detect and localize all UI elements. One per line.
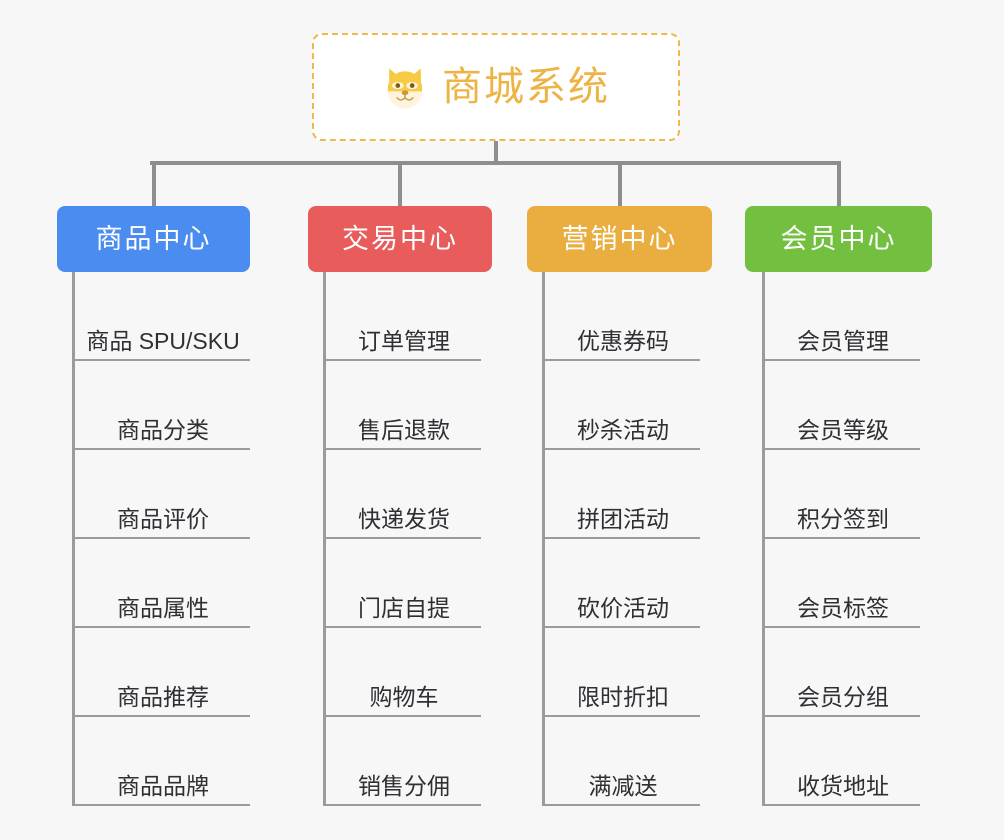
- leaf-item[interactable]: 限时折扣: [542, 628, 700, 717]
- category-label: 营销中心: [561, 223, 678, 254]
- root-title: 商城系统: [442, 65, 610, 109]
- leaf-item[interactable]: 商品属性: [72, 539, 250, 628]
- leaf-item-label: 商品属性: [117, 595, 209, 622]
- root-node[interactable]: 商城系统: [312, 33, 680, 141]
- category-card-1[interactable]: 商品中心: [57, 206, 250, 272]
- leaf-trunk-line: [72, 272, 75, 806]
- leaf-item-label: 会员标签: [797, 595, 889, 622]
- leaf-item-label: 秒杀活动: [577, 417, 669, 444]
- leaf-trunk-line: [323, 272, 326, 806]
- leaf-item-label: 会员等级: [797, 417, 889, 444]
- leaf-item[interactable]: 快递发货: [323, 450, 481, 539]
- leaf-item-label: 售后退款: [358, 417, 450, 444]
- leaf-item-label: 商品分类: [117, 417, 209, 444]
- leaf-item[interactable]: 销售分佣: [323, 717, 481, 806]
- leaf-item[interactable]: 会员等级: [762, 361, 920, 450]
- leaf-item-label: 积分签到: [797, 506, 889, 533]
- leaf-item-label: 门店自提: [358, 595, 450, 622]
- leaf-item[interactable]: 订单管理: [323, 272, 481, 361]
- leaf-column-4: 会员管理会员等级积分签到会员标签会员分组收货地址: [762, 272, 924, 806]
- leaf-item[interactable]: 砍价活动: [542, 539, 700, 628]
- category-label: 交易中心: [342, 223, 458, 254]
- connector-category-1: [151, 161, 156, 206]
- leaf-item-label: 商品评价: [117, 506, 209, 533]
- leaf-item-label: 购物车: [369, 684, 439, 711]
- leaf-item-label: 销售分佣: [358, 773, 450, 800]
- category-card-4[interactable]: 会员中心: [745, 206, 932, 272]
- leaf-item-label: 砍价活动: [577, 595, 669, 622]
- leaf-item-label: 订单管理: [358, 328, 450, 355]
- category-card-2[interactable]: 交易中心: [308, 206, 492, 272]
- connector-category-3: [617, 161, 622, 206]
- leaf-item-label: 快递发货: [358, 506, 450, 533]
- leaf-item[interactable]: 商品评价: [72, 450, 250, 539]
- leaf-trunk-line: [542, 272, 545, 806]
- leaf-item[interactable]: 售后退款: [323, 361, 481, 450]
- leaf-item[interactable]: 积分签到: [762, 450, 920, 539]
- leaf-item[interactable]: 收货地址: [762, 717, 920, 806]
- leaf-column-3: 优惠券码秒杀活动拼团活动砍价活动限时折扣满减送: [542, 272, 704, 806]
- leaf-item-label: 商品品牌: [117, 773, 209, 800]
- connector-root-stem: [494, 141, 498, 165]
- leaf-item-label: 商品推荐: [117, 684, 209, 711]
- leaf-item-label: 商品 SPU/SKU: [86, 328, 240, 355]
- leaf-item[interactable]: 商品分类: [72, 361, 250, 450]
- leaf-item[interactable]: 优惠券码: [542, 272, 700, 361]
- leaf-item[interactable]: 满减送: [542, 717, 700, 806]
- leaf-item-label: 优惠券码: [577, 328, 669, 355]
- leaf-trunk-line: [762, 272, 765, 806]
- leaf-item-label: 收货地址: [797, 773, 889, 800]
- category-card-3[interactable]: 营销中心: [527, 206, 712, 272]
- leaf-item[interactable]: 秒杀活动: [542, 361, 700, 450]
- leaf-item[interactable]: 购物车: [323, 628, 481, 717]
- leaf-item[interactable]: 会员标签: [762, 539, 920, 628]
- leaf-item-label: 拼团活动: [577, 506, 669, 533]
- leaf-item[interactable]: 商品品牌: [72, 717, 250, 806]
- leaf-item-label: 会员分组: [797, 684, 889, 711]
- connector-category-2: [398, 161, 402, 206]
- category-label: 会员中心: [780, 223, 897, 254]
- leaf-column-1: 商品 SPU/SKU 商品分类商品评价商品属性商品推荐商品品牌: [72, 272, 254, 806]
- connector-category-4: [836, 161, 841, 206]
- leaf-item-label: 限时折扣: [577, 684, 669, 711]
- leaf-item[interactable]: 商品推荐: [72, 628, 250, 717]
- shiba-dog-icon: [387, 68, 423, 109]
- leaf-item[interactable]: 会员分组: [762, 628, 920, 717]
- leaf-item-label: 满减送: [588, 773, 658, 800]
- leaf-item[interactable]: 商品 SPU/SKU: [72, 272, 250, 361]
- connector-horizontal-bus: [150, 161, 840, 165]
- leaf-column-2: 订单管理售后退款快递发货门店自提购物车销售分佣: [323, 272, 485, 806]
- leaf-item[interactable]: 门店自提: [323, 539, 481, 628]
- category-label: 商品中心: [95, 223, 212, 254]
- leaf-item[interactable]: 会员管理: [762, 272, 920, 361]
- leaf-item[interactable]: 拼团活动: [542, 450, 700, 539]
- leaf-item-label: 会员管理: [797, 328, 889, 355]
